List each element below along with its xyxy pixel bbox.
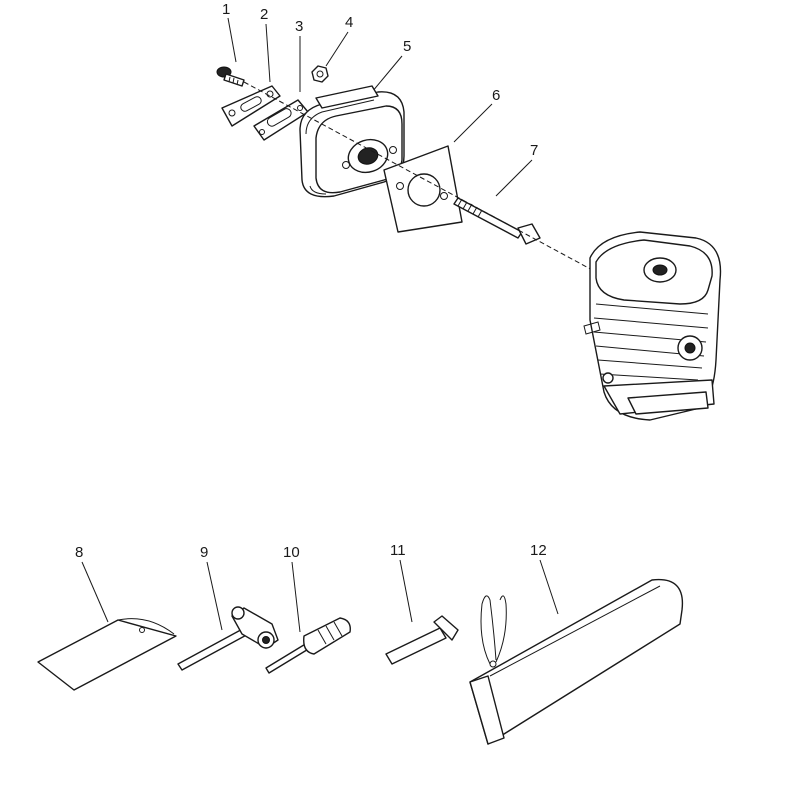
- engine-cylinder-icon: [583, 231, 722, 421]
- bar-guard-icon: [469, 578, 684, 745]
- callout-10: 10: [283, 544, 300, 561]
- assembly-axis: [243, 81, 597, 273]
- nut-icon: [311, 65, 329, 83]
- screwdriver-icon: [265, 617, 351, 674]
- callout-1: 1: [222, 1, 230, 18]
- callout-4: 4: [345, 14, 353, 31]
- combination-wrench-icon: [177, 606, 279, 671]
- callout-2: 2: [260, 6, 268, 23]
- manual-icon: [37, 618, 177, 691]
- muffler-icon: [299, 85, 405, 198]
- callout-7: 7: [530, 142, 538, 159]
- callout-3: 3: [295, 18, 303, 35]
- leader-lines: [81, 17, 559, 633]
- hex-key-icon: [385, 615, 459, 665]
- callout-8: 8: [75, 544, 83, 561]
- bolt-icon: [453, 197, 541, 245]
- callout-11: 11: [390, 542, 406, 559]
- screw-icon: [216, 66, 245, 87]
- gasket-icon-large: [383, 145, 463, 233]
- callout-12: 12: [530, 542, 547, 559]
- callout-6: 6: [492, 87, 500, 104]
- callout-5: 5: [403, 38, 411, 55]
- callout-9: 9: [200, 544, 208, 561]
